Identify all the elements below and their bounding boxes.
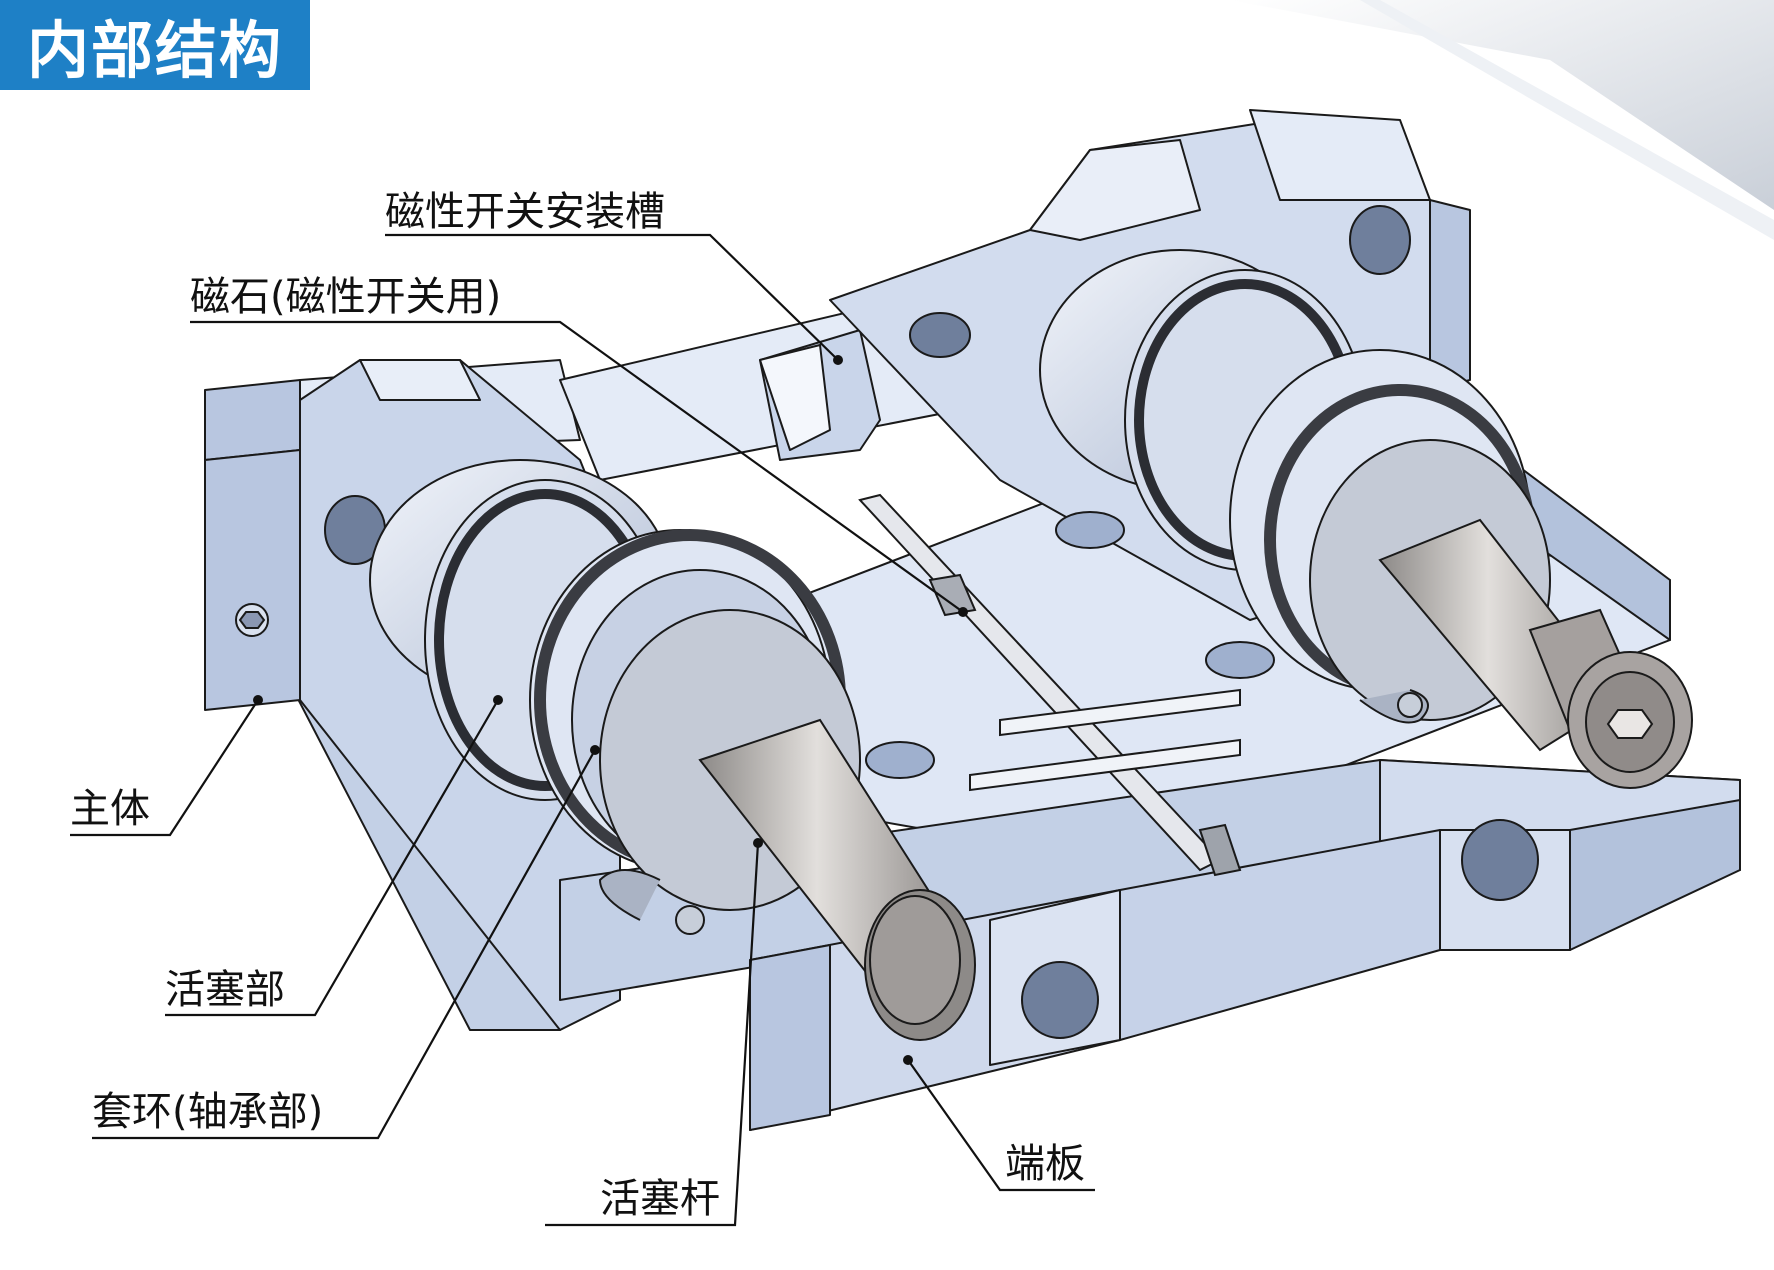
label-piston: 活塞部 xyxy=(165,967,285,1013)
leader-end-plate xyxy=(907,1059,1095,1192)
label-end-plate: 端板 xyxy=(1005,1141,1085,1187)
background-panel xyxy=(1230,0,1774,240)
label-bushing: 套环(轴承部) xyxy=(92,1089,323,1135)
leader-dot xyxy=(753,838,763,848)
plate-hole-icon xyxy=(1055,511,1125,549)
hex-socket-icon xyxy=(238,611,266,629)
plate-holes xyxy=(235,205,1539,1039)
leader-piston xyxy=(165,699,499,1017)
leader-magnet xyxy=(190,320,964,613)
leader-dot xyxy=(493,695,503,705)
label-piston-rod: 活塞杆 xyxy=(600,1176,720,1222)
leader-dot xyxy=(590,745,600,755)
callout-labels: 磁性开关安装槽 磁石(磁性开关用) 主体 活塞部 套环(轴承部) 活塞杆 端板 xyxy=(70,189,1085,1222)
threaded-hole-icon xyxy=(1461,819,1539,901)
left-cylinder xyxy=(369,459,976,1041)
callout-lines xyxy=(70,233,1095,1227)
plate-hole-icon xyxy=(1205,641,1275,679)
leader-bushing xyxy=(92,749,596,1140)
header-title: 内部结构 xyxy=(26,14,283,87)
plate-hole-icon xyxy=(865,741,935,779)
threaded-hole-icon xyxy=(1349,205,1411,275)
label-switch-slot: 磁性开关安装槽 xyxy=(385,189,665,235)
label-body: 主体 xyxy=(70,786,150,832)
threaded-hole-icon xyxy=(1021,961,1099,1039)
header-banner: 内部结构 xyxy=(0,0,310,90)
leader-dot xyxy=(958,607,968,617)
label-magnet: 磁石(磁性开关用) xyxy=(190,274,501,320)
leader-dot xyxy=(903,1055,913,1065)
leader-dots xyxy=(253,355,968,1065)
threaded-hole-icon xyxy=(909,312,971,358)
leader-switch-slot xyxy=(385,233,839,361)
magnet-rod xyxy=(858,493,1242,877)
leader-body xyxy=(70,699,259,837)
leader-dot xyxy=(253,695,263,705)
leader-dot xyxy=(833,355,843,365)
right-cylinder xyxy=(1039,249,1693,789)
leader-piston-rod xyxy=(545,842,760,1227)
